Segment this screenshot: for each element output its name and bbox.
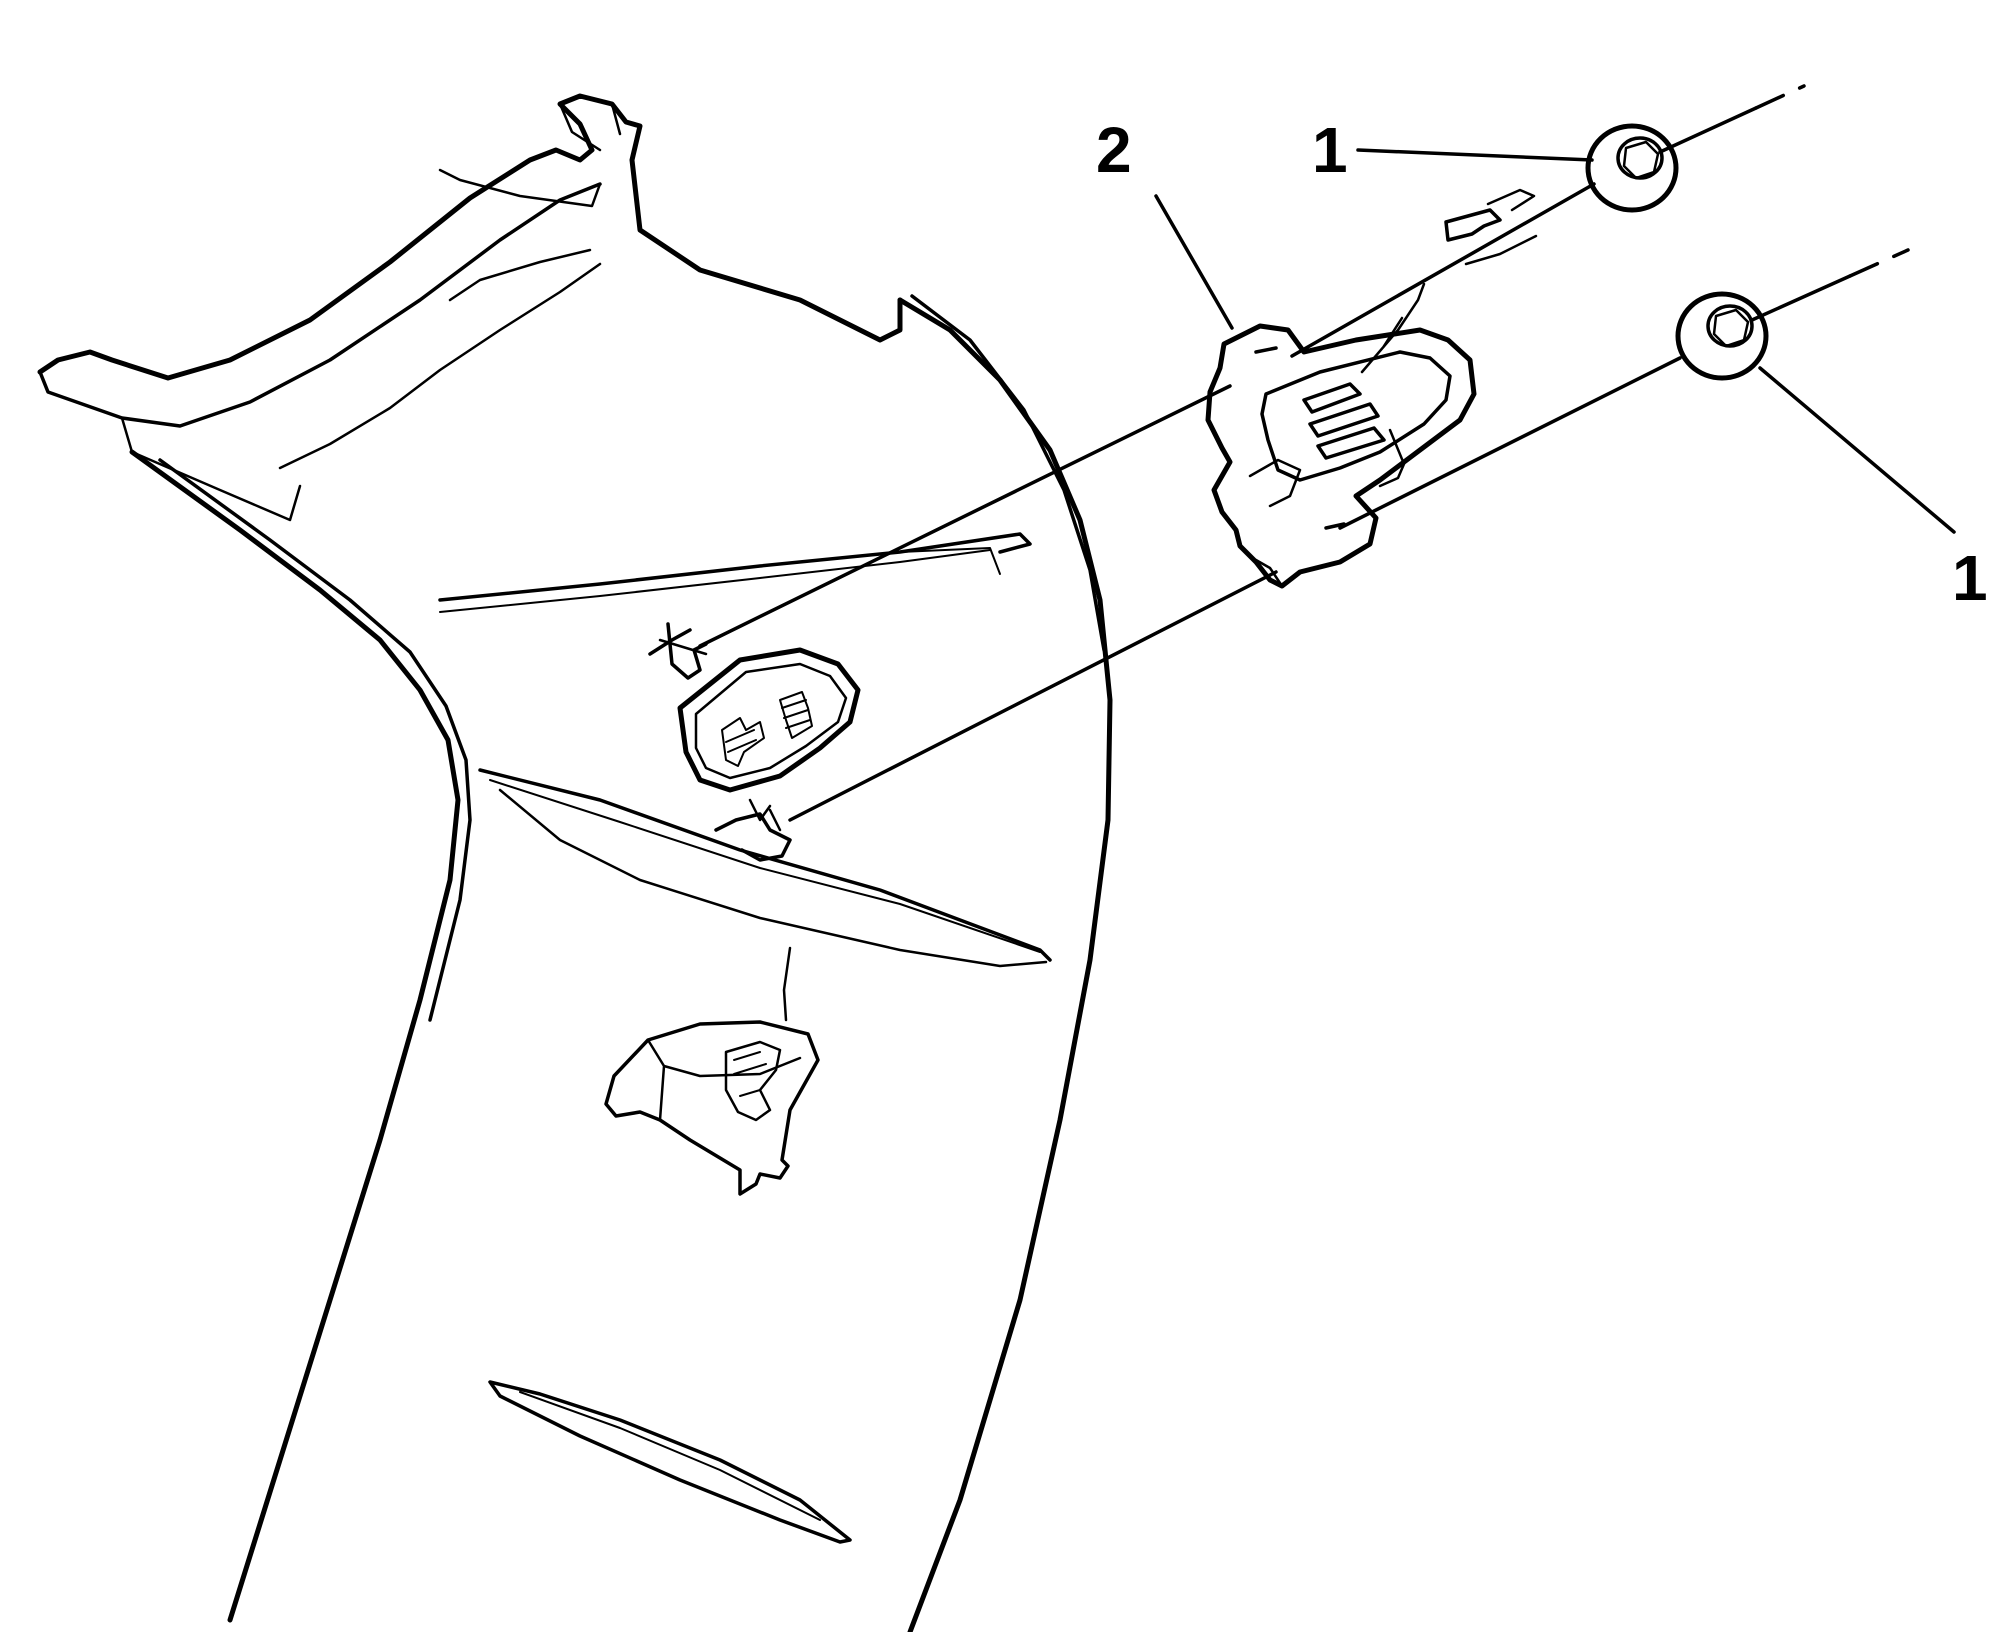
panel-stud-lower [714,798,792,862]
stud-axis-lines [698,84,1910,822]
trim-panel [37,93,1113,1632]
leader-bracket [1154,194,1234,330]
panel-stud-upper [648,622,708,680]
callout-label-bracket: 2 [1096,114,1132,186]
callout-label-nut-upper: 1 [1312,114,1348,186]
nut-upper [1585,123,1679,213]
leader-nut-upper [1356,148,1594,162]
belt-guide-bezel [677,647,861,793]
seat-belt-guide-bracket [1205,188,1538,589]
leader-nut-lower [1758,366,1956,534]
callout-label-nut-lower: 1 [1952,542,1988,614]
callout-leaders [1154,148,1956,534]
retainer-clip [604,946,820,1196]
nut-lower [1675,291,1769,381]
